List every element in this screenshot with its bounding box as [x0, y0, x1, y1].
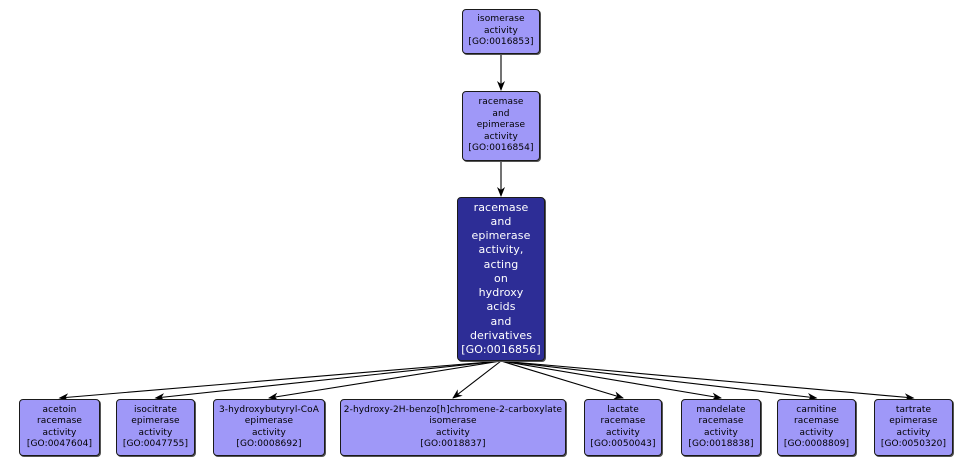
node-label-line: tartrate: [895, 404, 932, 415]
node-label-line: racemase: [793, 416, 839, 426]
node-label-line: 3-hydroxybutyryl-CoA: [218, 404, 320, 415]
node-label-line: epimerase: [131, 416, 180, 426]
node-label-line: racemase: [698, 416, 744, 426]
node-label-line: lactate: [607, 404, 639, 415]
node-label-line: activity: [704, 427, 738, 438]
node-label-line: isocitrate: [134, 404, 177, 415]
node-label-line: [GO:0050043]: [590, 439, 656, 449]
node-label-line: racemase: [473, 200, 529, 214]
node-label-line: activity: [606, 427, 640, 438]
node-label-line: activity: [799, 427, 834, 438]
node-label-line: activity: [42, 427, 77, 438]
node-label-line: [GO:0016854]: [468, 143, 534, 154]
node-label-line: and: [490, 314, 512, 328]
node-label-line: [GO:0008809]: [783, 439, 850, 449]
edge-arrow: [452, 360, 502, 399]
node-label-line: activity: [896, 427, 931, 438]
node-label-line: activity: [436, 427, 470, 438]
node-label-line: [GO:0050320]: [880, 439, 947, 449]
node-label-line: mandelate: [696, 404, 746, 415]
node-label-line: racemase: [478, 97, 524, 108]
node-label-line: [GO:0018837]: [420, 439, 486, 449]
node-label-line: activity: [252, 427, 286, 438]
node-label-line: carnitine: [796, 404, 837, 415]
node-label-line: racemase: [600, 416, 646, 426]
node-label-line: acids: [486, 300, 516, 314]
edge-arrow: [500, 360, 624, 400]
node-label-line: epimerase: [244, 416, 294, 426]
node-label-line: epimerase: [476, 120, 526, 131]
edge-arrow: [500, 360, 722, 401]
node-label-line: [GO:0008692]: [236, 439, 302, 449]
node-label-line: epimerase: [471, 229, 531, 243]
node-label-line: 2-hydroxy-2H-benzo[h]chromene-2-carboxyl…: [343, 404, 563, 415]
node-label-line: [GO:0018838]: [688, 439, 754, 449]
edge-arrow: [268, 360, 502, 401]
node-label-line: epimerase: [889, 416, 938, 426]
node-label-line: acetoin: [42, 404, 77, 415]
node-hydroxy-benzochromene-carboxylate-isomerase-activity[interactable]: 2-hydroxy-2H-benzo[h]chromene-2-carboxyl…: [340, 399, 566, 456]
node-label-line: and: [492, 108, 510, 119]
node-label-line: hydroxy: [478, 286, 524, 300]
node-label-line: activity,: [478, 243, 524, 257]
node-label-line: [GO:0016853]: [468, 37, 534, 48]
edge-arrow: [58, 360, 502, 402]
node-label-line: activity: [484, 25, 518, 36]
edge-arrow: [154, 360, 502, 402]
node-label-line: activity: [138, 427, 173, 438]
node-label-line: [GO:0047755]: [122, 439, 189, 449]
node-label-line: [GO:0047604]: [26, 439, 93, 449]
node-label-line: derivatives: [469, 328, 533, 342]
node-label-line: acting: [483, 257, 519, 271]
edge-arrow: [500, 360, 915, 402]
node-label-line: [GO:0016856]: [461, 342, 541, 356]
node-label-line: isomerase: [477, 14, 525, 25]
node-label-line: isomerase: [429, 416, 477, 426]
edge-arrow: [500, 360, 818, 401]
node-label-line: on: [494, 271, 508, 285]
node-label-line: activity: [484, 131, 518, 142]
node-label-line: and: [490, 215, 512, 229]
node-label-line: racemase: [36, 416, 82, 426]
